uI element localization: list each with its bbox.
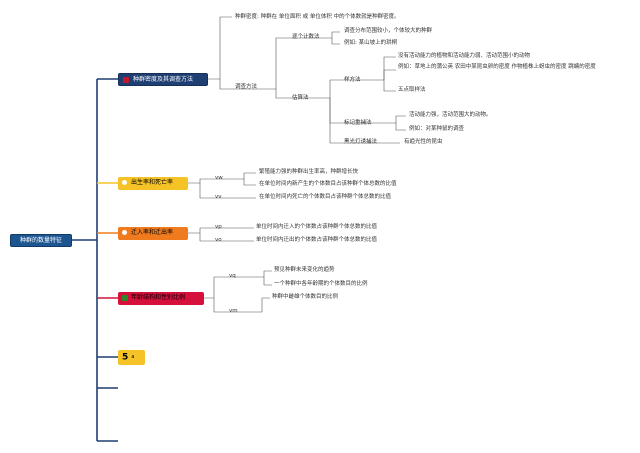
age-sex-label: 年龄结构和性别比例	[131, 294, 186, 301]
immigration-tag: vp	[215, 224, 222, 230]
age-item-1: 预见种群未来变化的趋势	[274, 267, 335, 273]
quadrat-item-2: 例如：草地上的蒲公英 农田中某昆虫卵的密度 作物植株上蚜虫的密度 跳蝻的密度	[398, 64, 596, 70]
sex-item: 种群中雌雄个体数目的比例	[272, 294, 339, 300]
quadrat-item-1: 没有活动能力的植物和活动能力弱、活动范围小的动物	[398, 53, 531, 59]
birth-death-label: 出生率和死亡率	[131, 179, 174, 186]
density-flag-icon	[123, 77, 129, 83]
birth-item-1: 繁殖能力强的种群出生率高，种群增长快	[259, 169, 359, 175]
fifth-node[interactable]: 5 a	[118, 350, 145, 365]
count-method-item-1: 调查分布范围较小，个体较大的种群	[344, 28, 433, 34]
arrow-icon	[122, 230, 127, 235]
light-trap-item: 有趋光性的昆虫	[404, 139, 443, 145]
emigration-item: 单位时间内迁出的个体数占该种群个体总数的比值	[256, 237, 378, 243]
mark-recapture-label: 标记重捕法	[344, 120, 372, 126]
immigration-item: 单位时间内迁入的个体数占该种群个体总数的比值	[256, 224, 378, 230]
migration-label: 迁入率和迁出率	[131, 229, 174, 236]
death-tag: vv	[215, 194, 222, 200]
survey-method-label: 调查方法	[235, 84, 258, 90]
estimate-method-label: 估算法	[292, 95, 309, 101]
root-node[interactable]: 种群的数量特征	[10, 234, 72, 247]
migration-node[interactable]: 迁入率和迁出率	[118, 227, 188, 240]
quadrat-item-3: 五点取样法	[398, 87, 426, 93]
birth-tag: vw	[215, 175, 223, 181]
death-item: 在单位时间内死亡的个体数目占该种群个体总数的比值	[259, 194, 392, 200]
density-definition: 种群密度: 种群在 单位面积 或 单位体积 中的个体数就是种群密度。	[235, 14, 400, 20]
light-trap-label: 黑光灯诱捕法	[344, 139, 378, 145]
fifth-label: 5	[122, 352, 129, 363]
age-item-2: 一个种群中各年龄期的个体数目的比例	[274, 281, 368, 287]
bulb-icon	[122, 180, 127, 185]
birth-item-2: 在单位时间内新产生的个体数目占该种群个体总数的比值	[259, 181, 397, 187]
count-method-item-2: 例如: 某山坡上的珙桐	[344, 40, 398, 46]
leaf-icon	[122, 295, 128, 301]
mark-recapture-item-1: 活动能力强，活动范围大的动物。	[409, 112, 492, 118]
density-node[interactable]: 种群密度及其调查方法	[118, 73, 208, 86]
age-sex-node[interactable]: 年龄结构和性别比例	[118, 292, 204, 305]
age-tag: vq	[229, 273, 236, 279]
mark-recapture-item-2: 例如：对某种鼠的调查	[409, 126, 465, 132]
emigration-tag: vo	[215, 237, 222, 243]
count-method-label: 逐个计数法	[292, 34, 320, 40]
density-label: 种群密度及其调查方法	[133, 76, 194, 83]
sex-tag: vm	[229, 308, 238, 314]
quadrat-method-label: 样方法	[344, 77, 361, 83]
fifth-sub: a	[131, 354, 135, 360]
birth-death-node[interactable]: 出生率和死亡率	[118, 177, 188, 190]
